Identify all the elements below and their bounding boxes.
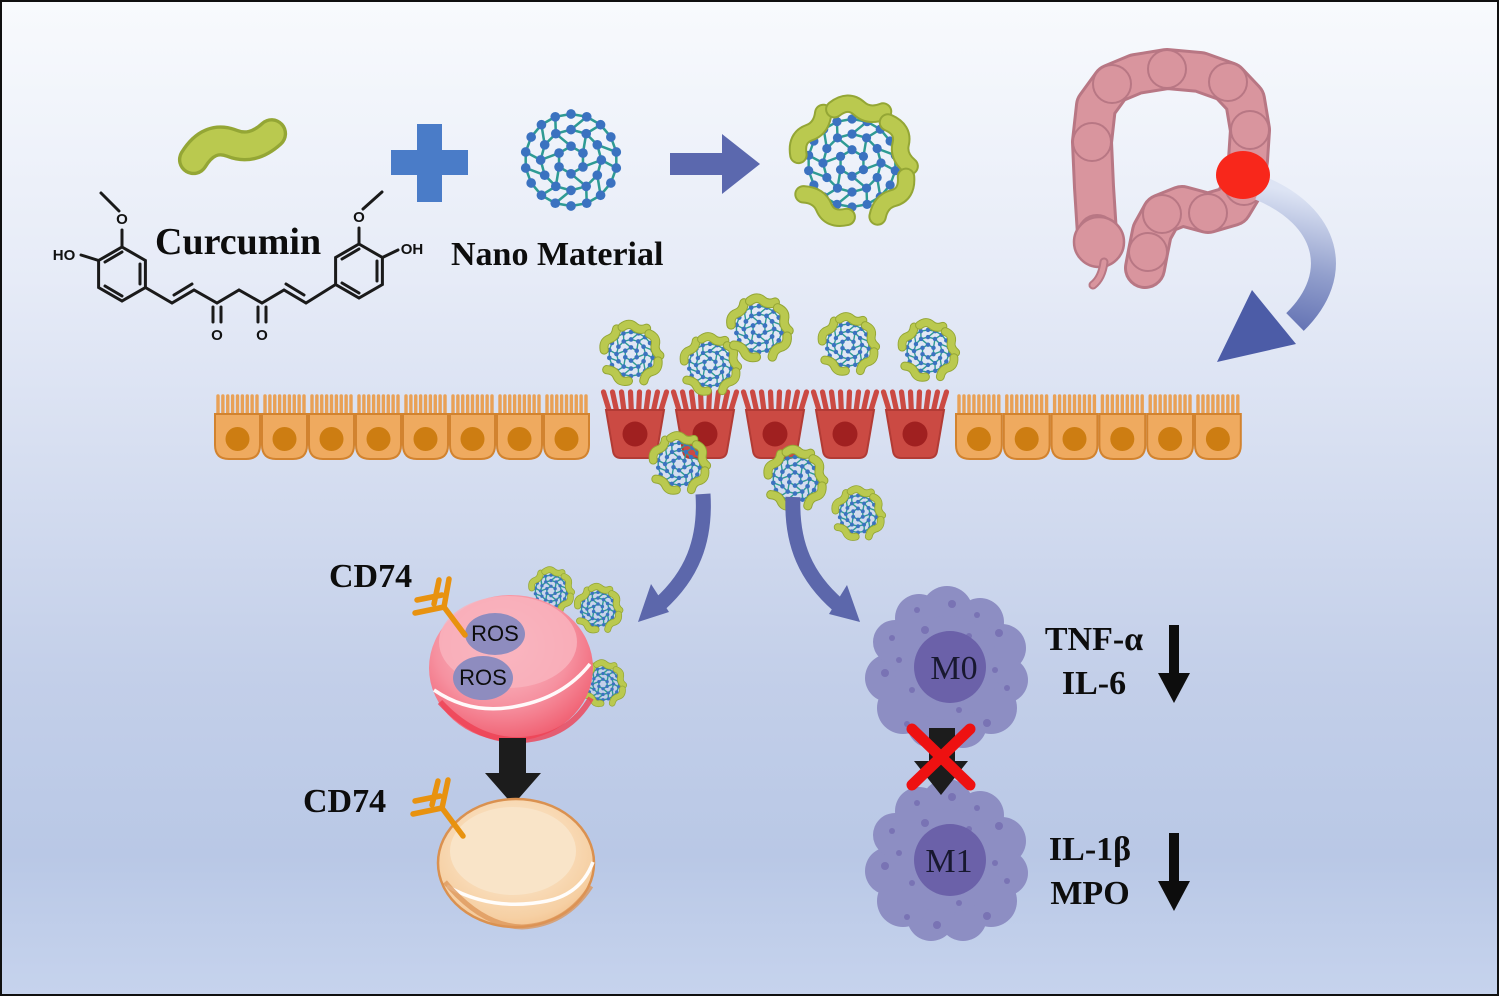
curcumin-nanoparticle <box>819 315 877 374</box>
cd74-label-bottom: CD74 <box>303 784 386 820</box>
curcumin-nanoparticle <box>792 101 912 224</box>
cell-nucleus <box>367 427 391 451</box>
healthy-epithelial-cell <box>497 396 542 459</box>
swoop-arrow-left <box>638 494 703 622</box>
curcumin-blob-icon <box>591 585 610 592</box>
healthy-epithelial-cell <box>262 396 307 459</box>
cell-nucleus <box>1063 427 1087 451</box>
curcumin-blob-icon <box>750 297 775 307</box>
curcumin-blob-icon <box>834 101 883 120</box>
tnf-alpha-label: TNF-α <box>1024 618 1164 662</box>
healthy-epithelial-cell <box>1147 396 1193 459</box>
intestinal-epithelium <box>215 392 1241 459</box>
healthy-epithelial-cell <box>1004 396 1050 459</box>
cell-nucleus <box>555 427 579 451</box>
healthy-epithelial-cell <box>544 396 589 459</box>
healthy-epithelial-cell <box>403 396 448 459</box>
o-ketone2-label: O <box>256 327 268 344</box>
cell-nucleus <box>1158 427 1182 451</box>
il6-label: IL-6 <box>1024 662 1164 706</box>
mpo-label: MPO <box>1020 872 1160 916</box>
healthy-epithelial-cell <box>309 396 354 459</box>
curcumin-blob-icon <box>545 569 563 576</box>
o-methoxy-right-label: O <box>353 209 365 226</box>
combine-arrow-icon <box>670 134 760 194</box>
plus-icon <box>391 124 468 202</box>
ho-left-label: HO <box>53 247 76 264</box>
curcumin-blob-icon <box>920 321 943 330</box>
healthy-epithelial-cell <box>1099 396 1145 459</box>
healthy-epithelial-cell <box>450 396 495 459</box>
cell-nucleus <box>226 427 250 451</box>
m0-label: M0 <box>919 651 989 687</box>
cell-nucleus <box>508 427 532 451</box>
curcumin-nanoparticle <box>601 323 661 385</box>
curcumin-blob-icon <box>622 323 646 333</box>
ros-label-1: ROS <box>464 622 526 645</box>
cell-nucleus <box>1015 427 1039 451</box>
curcumin-nanoparticle <box>899 321 957 380</box>
oh-right-label: OH <box>401 241 424 258</box>
curcumin-label: Curcumin <box>155 223 321 263</box>
healthy-epithelial-cell <box>356 396 401 459</box>
m1-label: M1 <box>914 844 984 880</box>
fullerene-icon <box>521 109 621 211</box>
cd74-antibody-icon-top <box>415 579 465 635</box>
curcumin-blob-icon <box>851 488 871 496</box>
healed-epithelial-cell <box>438 799 594 927</box>
curcumin-structure: HO O O OH O O <box>53 192 424 344</box>
curcumin-blob-icon <box>597 662 615 669</box>
cell-nucleus <box>320 427 344 451</box>
curcumin-nanoparticle <box>575 585 621 632</box>
cell-nucleus <box>763 422 788 447</box>
curcumin-nanoparticle <box>833 488 884 540</box>
cell-nucleus <box>1110 427 1134 451</box>
cell-nucleus <box>414 427 438 451</box>
il1b-label: IL-1β <box>1020 828 1160 872</box>
down-arrow-icon-il1b <box>1158 833 1190 911</box>
o-methoxy-left-label: O <box>116 211 128 228</box>
cell-nucleus <box>1206 427 1230 451</box>
inflamed-epithelial-cell <box>884 392 947 458</box>
inflamed-epithelial-cell <box>814 392 877 458</box>
curcumin-blob-icon <box>702 335 725 344</box>
cd74-antibody-icon-bottom <box>413 780 463 836</box>
cytokine-group-m0: TNF-α IL-6 <box>1024 618 1164 706</box>
cell-nucleus <box>461 427 485 451</box>
inflammation-spot <box>1216 151 1270 199</box>
healthy-epithelial-cell <box>1052 396 1098 459</box>
cell-nucleus <box>273 427 297 451</box>
cd74-label-top: CD74 <box>329 559 412 595</box>
healing-arrow-icon <box>485 738 541 805</box>
healthy-epithelial-cell <box>1195 396 1241 459</box>
o-ketone1-label: O <box>211 327 223 344</box>
cell-nucleus <box>833 422 858 447</box>
cell-nucleus <box>623 422 648 447</box>
cytokine-group-m1: IL-1β MPO <box>1020 828 1160 916</box>
healthy-epithelial-cell <box>956 396 1002 459</box>
ros-label-2: ROS <box>452 666 514 689</box>
nano-material-label: Nano Material <box>451 237 663 273</box>
cell-nucleus <box>903 422 928 447</box>
healthy-epithelial-cell <box>215 396 260 459</box>
cell-nucleus <box>967 427 991 451</box>
curcumin-blob-icon <box>191 134 273 160</box>
curcumin-blob-icon <box>840 315 863 324</box>
swoop-arrow-right <box>793 497 860 622</box>
